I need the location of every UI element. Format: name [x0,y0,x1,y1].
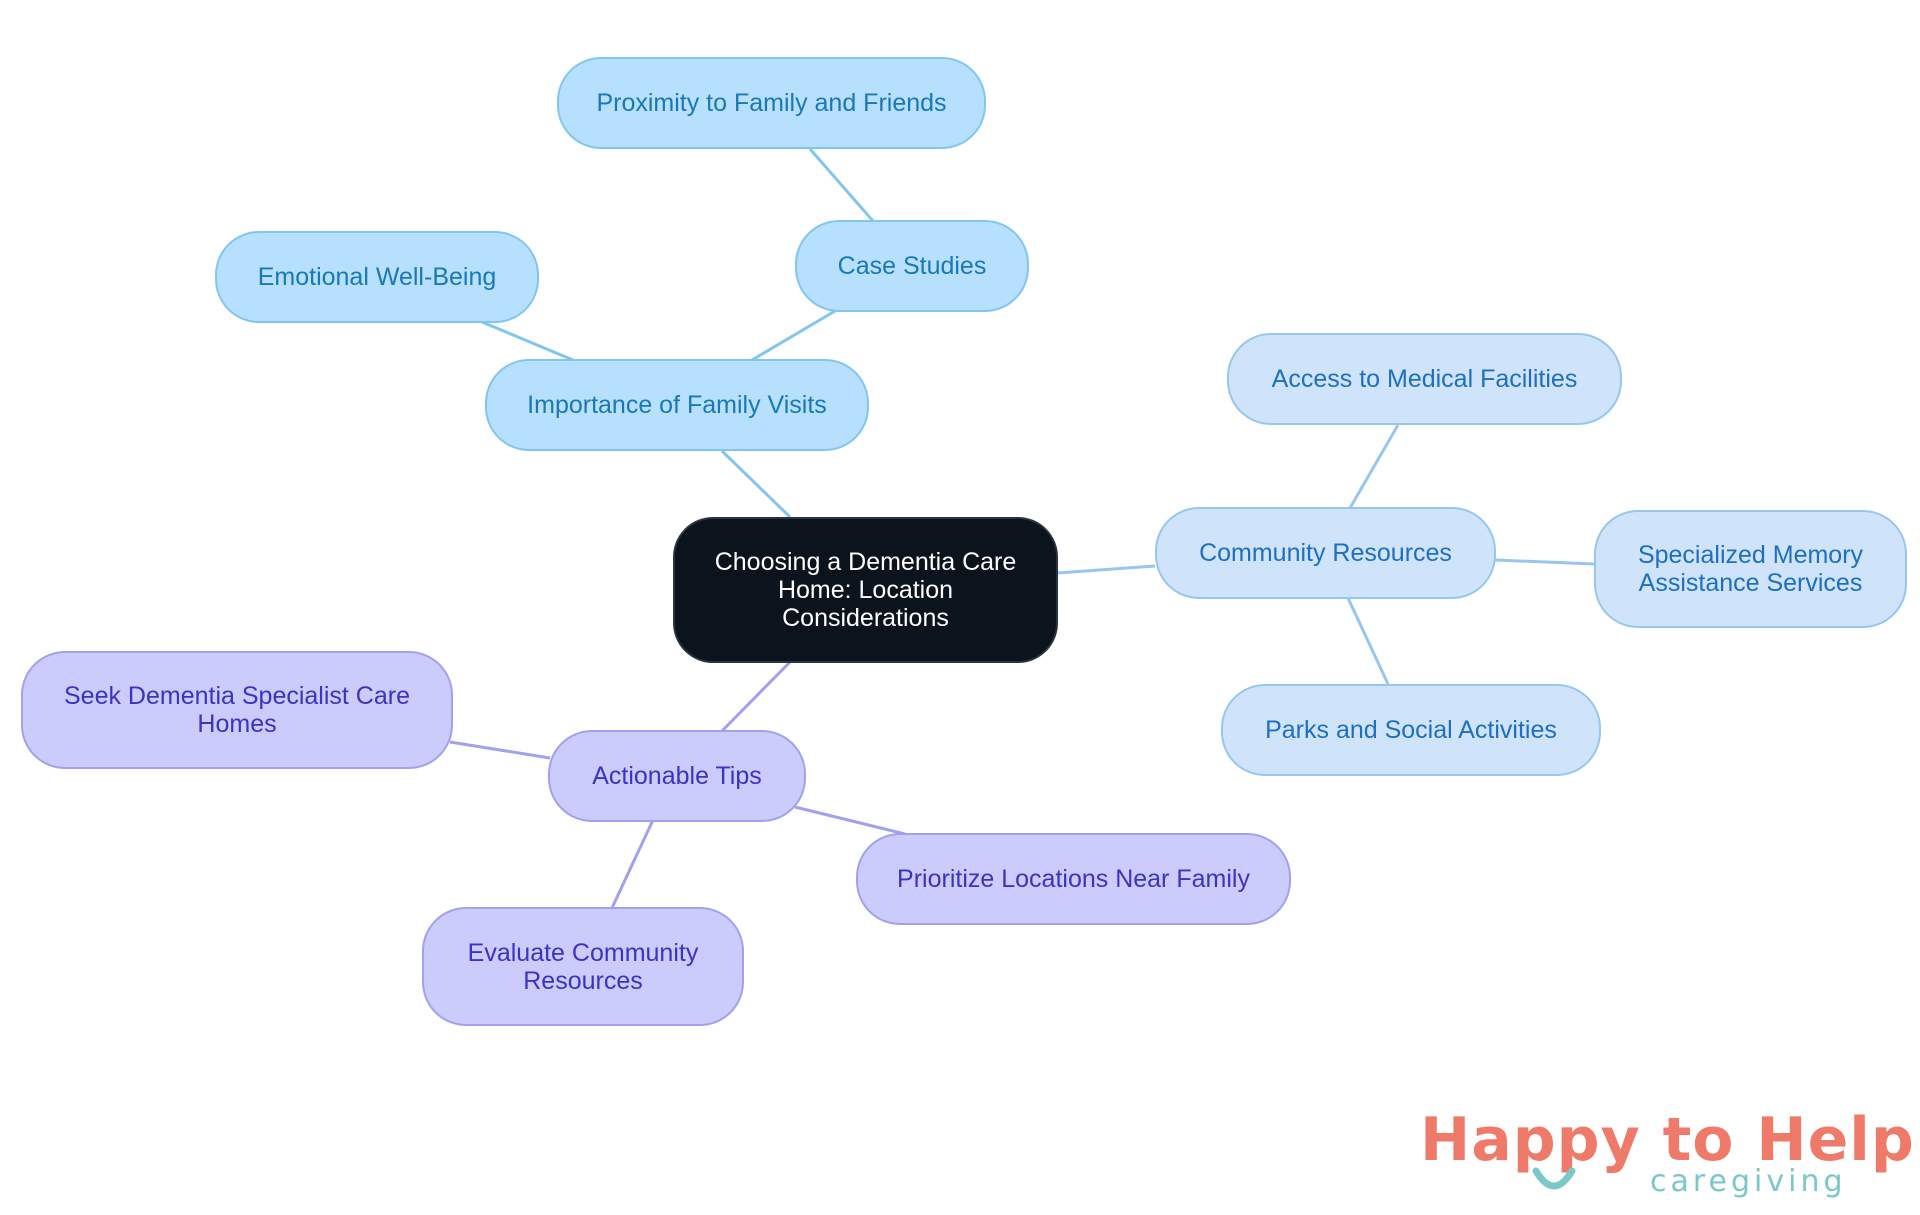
node-case-studies: Case Studies [795,220,1029,312]
node-label: Proximity to Family and Friends [596,89,947,117]
edge-community-medical [1348,424,1400,509]
root-node: Choosing a Dementia Care Home: Location … [673,517,1058,663]
node-label: Emotional Well-Being [257,263,497,291]
node-label: Actionable Tips [592,762,762,790]
node-label: Evaluate Community Resources [467,938,699,995]
node-seek-dementia-specialist-care-homes: Seek Dementia Specialist Care Homes [21,651,453,769]
smile-icon [1532,1167,1576,1190]
node-label: Access to Medical Facilities [1271,365,1578,393]
node-label: Community Resources [1199,539,1452,567]
logo-subtitle: caregiving [1650,1164,1847,1199]
edge-tips-seek [449,740,551,760]
node-label: Seek Dementia Specialist Care Homes [64,682,410,738]
node-actionable-tips: Actionable Tips [548,730,806,822]
node-label: Prioritize Locations Near Family [897,865,1250,893]
edge-root-family [720,449,792,519]
node-access-to-medical-facilities: Access to Medical Facilities [1227,333,1622,425]
node-specialized-memory-assistance-services: Specialized Memory Assistance Services [1594,510,1907,628]
edge-tips-prioritize [794,805,906,836]
node-parks-and-social-activities: Parks and Social Activities [1221,684,1601,776]
node-emotional-well-being: Emotional Well-Being [215,231,539,323]
node-community-resources: Community Resources [1155,507,1496,599]
edge-tips-evaluate [610,819,655,909]
edge-community-parks [1346,597,1390,685]
node-proximity-to-family-and-friends: Proximity to Family and Friends [557,57,986,149]
root-label: Choosing a Dementia Care Home: Location … [714,548,1017,632]
edge-family-wellbeing [481,320,574,362]
logo-title: Happy to Help [1420,1105,1915,1175]
happy-to-help-logo: Happy to Help caregiving [1420,1105,1914,1205]
edge-root-tips [720,660,792,733]
node-evaluate-community-resources: Evaluate Community Resources [422,907,744,1026]
node-label: Importance of Family Visits [527,391,827,419]
node-label: Case Studies [837,252,987,280]
node-label: Specialized Memory Assistance Services [1637,541,1864,597]
node-importance-of-family-visits: Importance of Family Visits [485,359,869,451]
edge-community-memory [1494,558,1596,566]
edge-casestudies-proximity [808,148,875,222]
edge-root-community [1057,564,1156,575]
node-prioritize-locations-near-family: Prioritize Locations Near Family [856,833,1291,925]
edge-family-casestudies [751,309,836,362]
node-label: Parks and Social Activities [1265,716,1557,744]
